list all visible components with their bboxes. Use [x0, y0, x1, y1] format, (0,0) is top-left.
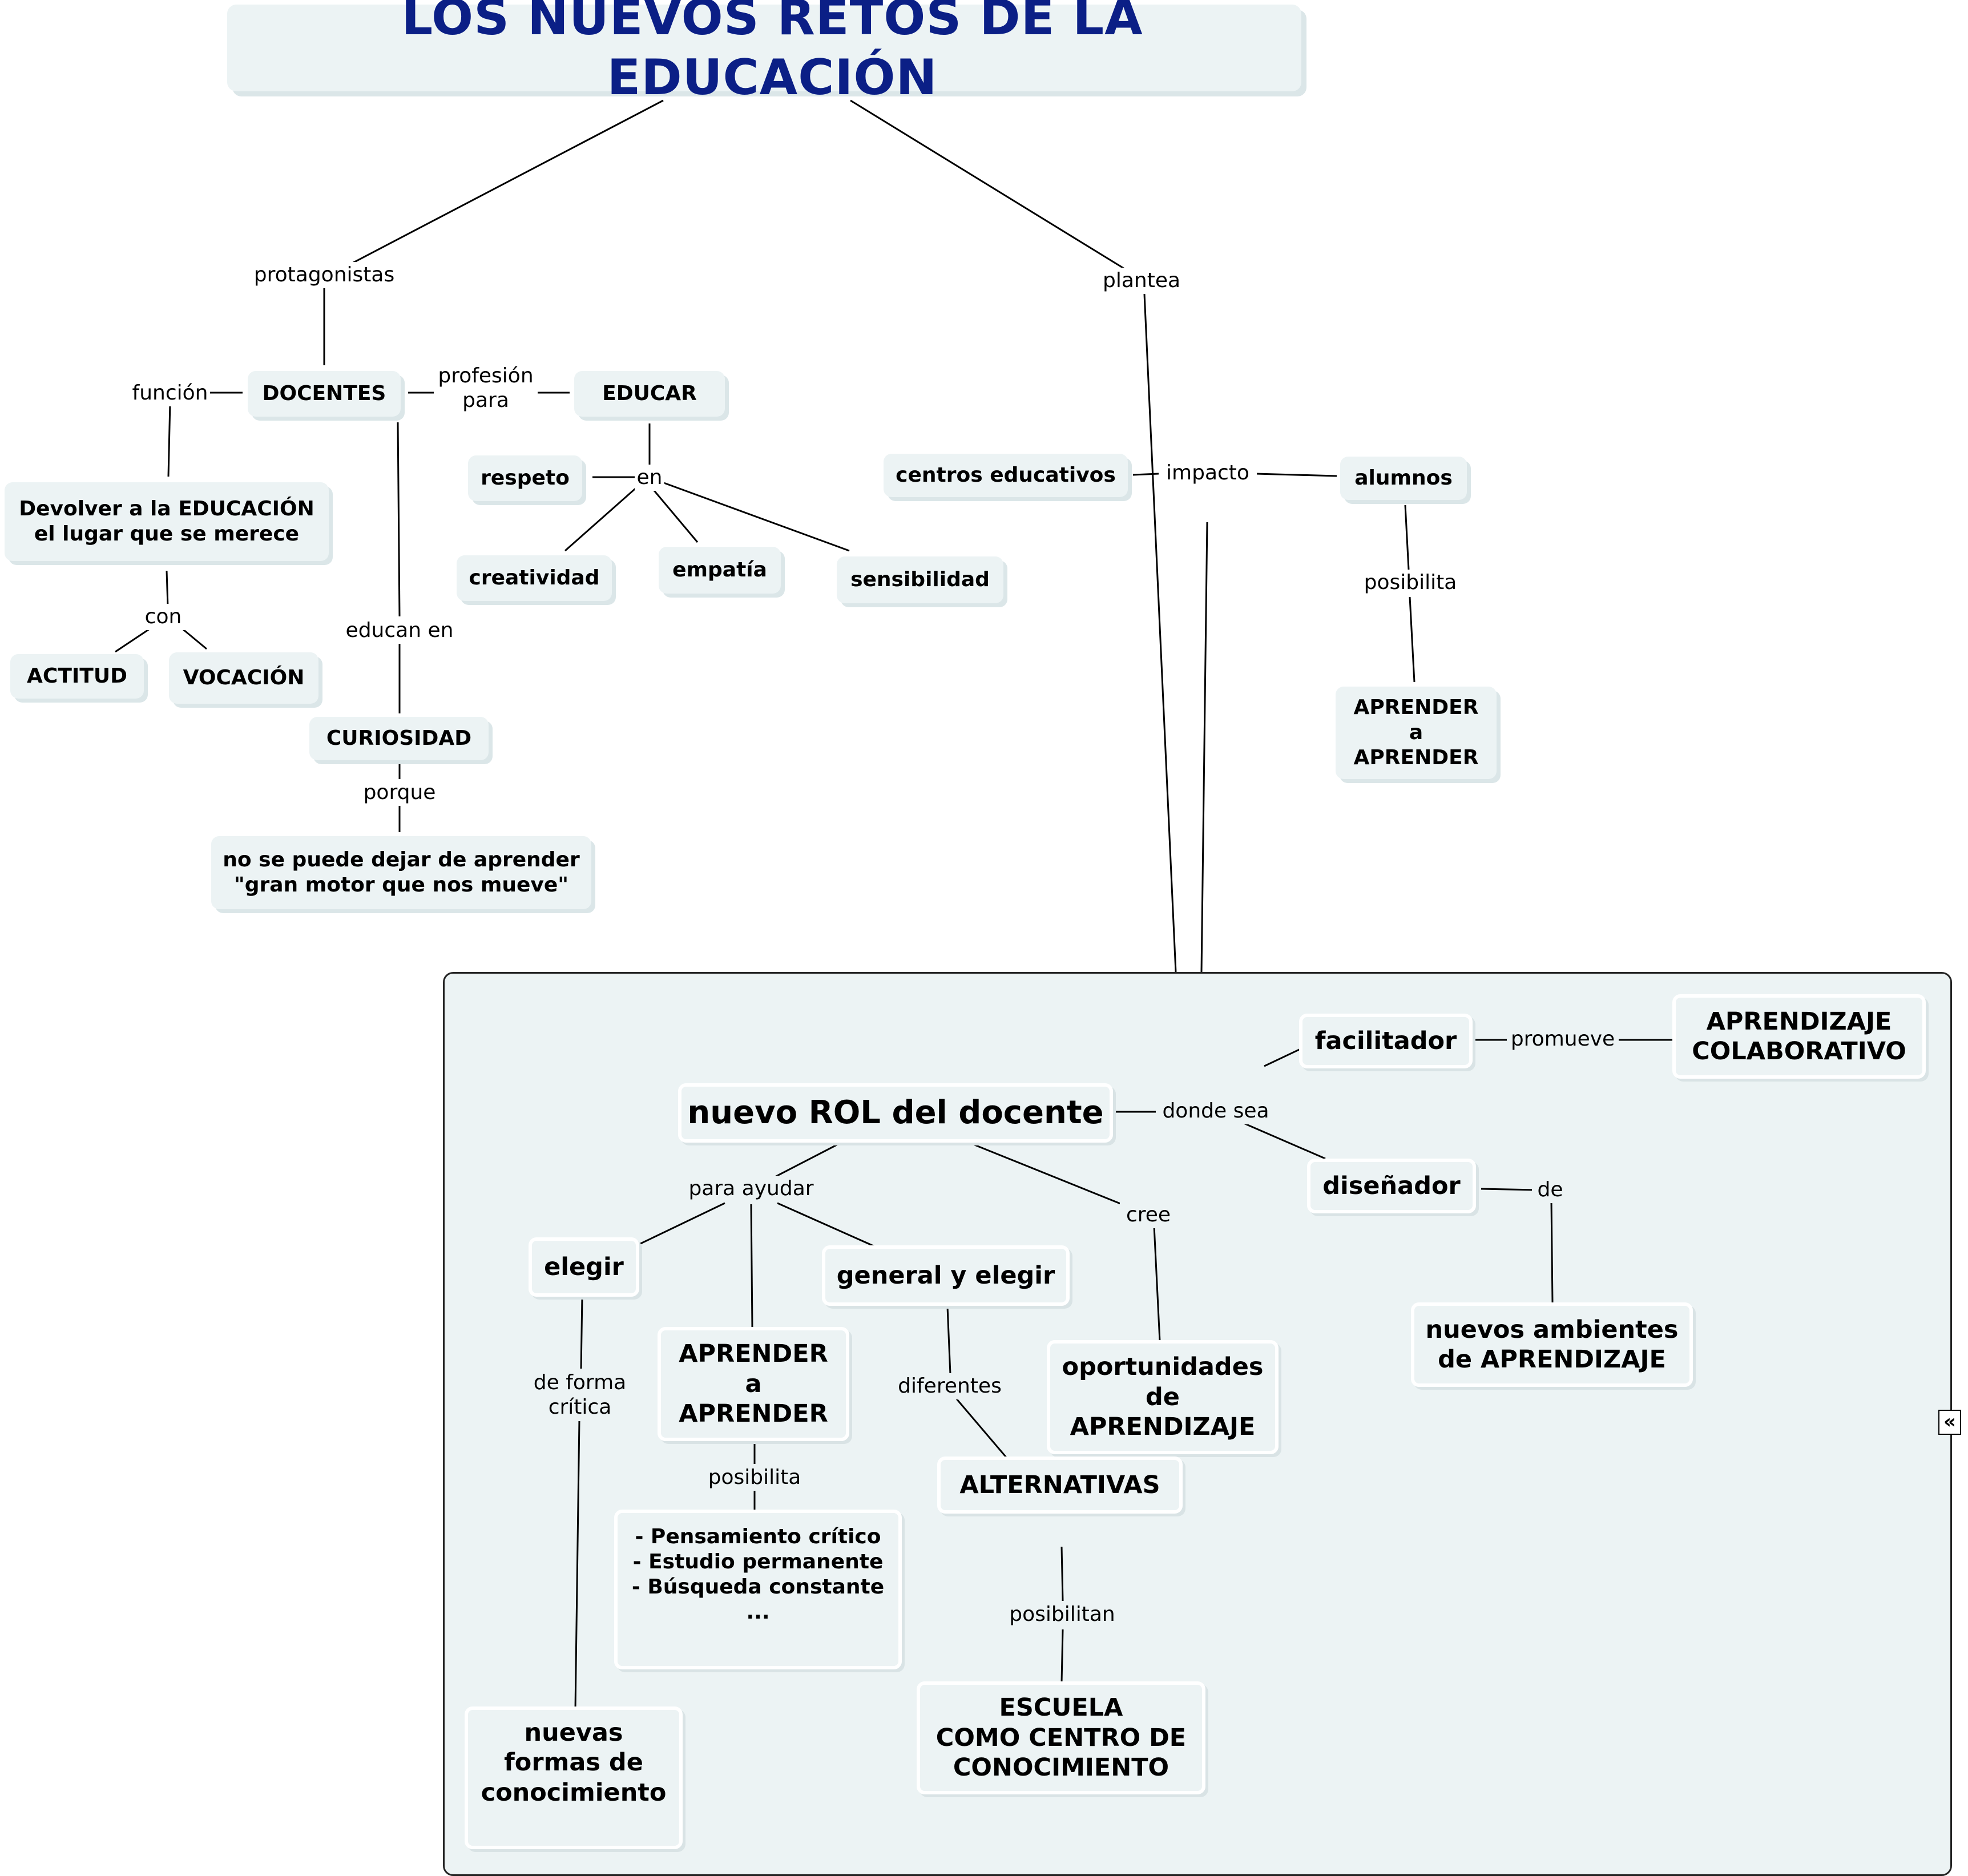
connector-line: [1060, 1629, 1064, 1683]
concept-aprendizaje-colaborativo[interactable]: APRENDIZAJE COLABORATIVO: [1672, 994, 1926, 1079]
connector-line: [580, 1296, 583, 1370]
connector-line: [574, 1419, 580, 1710]
connector-line: [1255, 473, 1337, 477]
concept-nuevas-formas[interactable]: nuevas formas de conocimiento: [465, 1706, 683, 1849]
link-label-posibilita-inner[interactable]: posibilita: [701, 1465, 808, 1491]
concept-sensibilidad[interactable]: sensibilidad: [837, 556, 1003, 603]
link-label-promueve[interactable]: promueve: [1507, 1026, 1619, 1052]
concept-general-y-elegir[interactable]: general y elegir: [822, 1245, 1070, 1306]
connector-line: [1481, 1188, 1536, 1191]
concept-educar[interactable]: EDUCAR: [574, 371, 725, 417]
concept-alternativas[interactable]: ALTERNATIVAS: [937, 1457, 1183, 1514]
connector-line: [115, 626, 154, 653]
concept-disenador[interactable]: diseñador: [1307, 1159, 1476, 1213]
link-label-impacto[interactable]: impacto: [1159, 460, 1257, 486]
concept-empatia[interactable]: empatía: [659, 547, 781, 594]
link-label-posibilita-top[interactable]: posibilita: [1360, 570, 1461, 596]
connector-line: [342, 99, 664, 269]
link-label-profesion-para[interactable]: profesión para: [434, 361, 538, 415]
concept-centros-educativos[interactable]: centros educativos: [884, 454, 1128, 497]
connector-line: [771, 1143, 838, 1180]
concept-creatividad[interactable]: creatividad: [457, 555, 612, 601]
connector-line: [1200, 522, 1208, 973]
connector-line: [1409, 596, 1415, 683]
concept-curiosidad[interactable]: CURIOSIDAD: [309, 717, 489, 760]
concept-vocacion[interactable]: VOCACIÓN: [169, 652, 318, 704]
concept-oportunidades[interactable]: oportunidades de APRENDIZAJE: [1047, 1340, 1279, 1454]
concept-escuela[interactable]: ESCUELA COMO CENTRO DE CONOCIMIENTO: [917, 1681, 1205, 1794]
concept-pensamiento[interactable]: - Pensamiento crítico - Estudio permanen…: [614, 1510, 902, 1669]
link-label-donde-sea[interactable]: donde sea: [1159, 1098, 1273, 1124]
concept-devolver[interactable]: Devolver a la EDUCACIÓN el lugar que se …: [5, 482, 329, 561]
connector-line: [973, 1143, 1130, 1208]
concept-alumnos[interactable]: alumnos: [1340, 457, 1467, 500]
connector-line: [1239, 1120, 1326, 1160]
connector-line: [663, 482, 850, 552]
map-title: LOS NUEVOS RETOS DE LA EDUCACIÓN: [227, 0, 1301, 106]
concept-aprender-a-aprender-inner[interactable]: APRENDER a APRENDER: [658, 1327, 849, 1441]
link-label-para-ayudar[interactable]: para ayudar: [683, 1176, 820, 1202]
concept-respeto[interactable]: respeto: [468, 455, 582, 501]
link-label-cree[interactable]: cree: [1120, 1202, 1177, 1228]
link-label-porque[interactable]: porque: [360, 780, 439, 806]
link-label-de[interactable]: de: [1532, 1177, 1568, 1203]
connector-line: [179, 626, 207, 650]
link-label-protagonistas[interactable]: protagonistas: [251, 262, 397, 288]
connector-line: [1132, 473, 1159, 476]
concept-nuevos-ambientes[interactable]: nuevos ambientes de APRENDIZAJE: [1411, 1302, 1693, 1387]
concept-no-se-puede[interactable]: no se puede dejar de aprender "gran moto…: [211, 836, 591, 909]
concept-elegir[interactable]: elegir: [529, 1237, 639, 1297]
connector-line: [397, 422, 401, 617]
connector-line: [648, 485, 699, 543]
concept-actitud[interactable]: ACTITUD: [10, 654, 144, 699]
link-label-diferentes[interactable]: diferentes: [894, 1373, 1006, 1399]
connector-line: [946, 1306, 951, 1375]
connector-line: [1143, 293, 1177, 973]
connector-line: [1153, 1225, 1161, 1342]
connector-line: [777, 1202, 877, 1248]
link-label-con[interactable]: con: [142, 604, 185, 630]
link-label-plantea[interactable]: plantea: [1100, 268, 1183, 294]
link-label-educan-en[interactable]: educan en: [342, 618, 457, 644]
connector-line: [167, 402, 171, 477]
connector-line: [639, 1202, 725, 1245]
concept-aprender-a-aprender-top[interactable]: APRENDER a APRENDER: [1336, 687, 1497, 779]
concept-nuevo-rol[interactable]: nuevo ROL del docente: [678, 1083, 1113, 1143]
connector-line: [1550, 1200, 1554, 1303]
link-label-en[interactable]: en: [635, 465, 664, 491]
collapse-icon[interactable]: «: [1938, 1410, 1961, 1435]
connector-line: [564, 484, 640, 552]
connector-line: [166, 570, 169, 607]
connector-line: [750, 1204, 753, 1328]
link-label-funcion[interactable]: función: [130, 380, 210, 406]
connector-line: [1060, 1546, 1064, 1601]
concept-docentes[interactable]: DOCENTES: [248, 371, 401, 417]
link-label-de-forma-critica[interactable]: de forma crítica: [525, 1369, 635, 1421]
link-label-posibilitan[interactable]: posibilitan: [1003, 1601, 1121, 1628]
connector-line: [1404, 505, 1410, 570]
connector-line: [850, 99, 1134, 275]
concept-facilitador[interactable]: facilitador: [1299, 1014, 1473, 1068]
